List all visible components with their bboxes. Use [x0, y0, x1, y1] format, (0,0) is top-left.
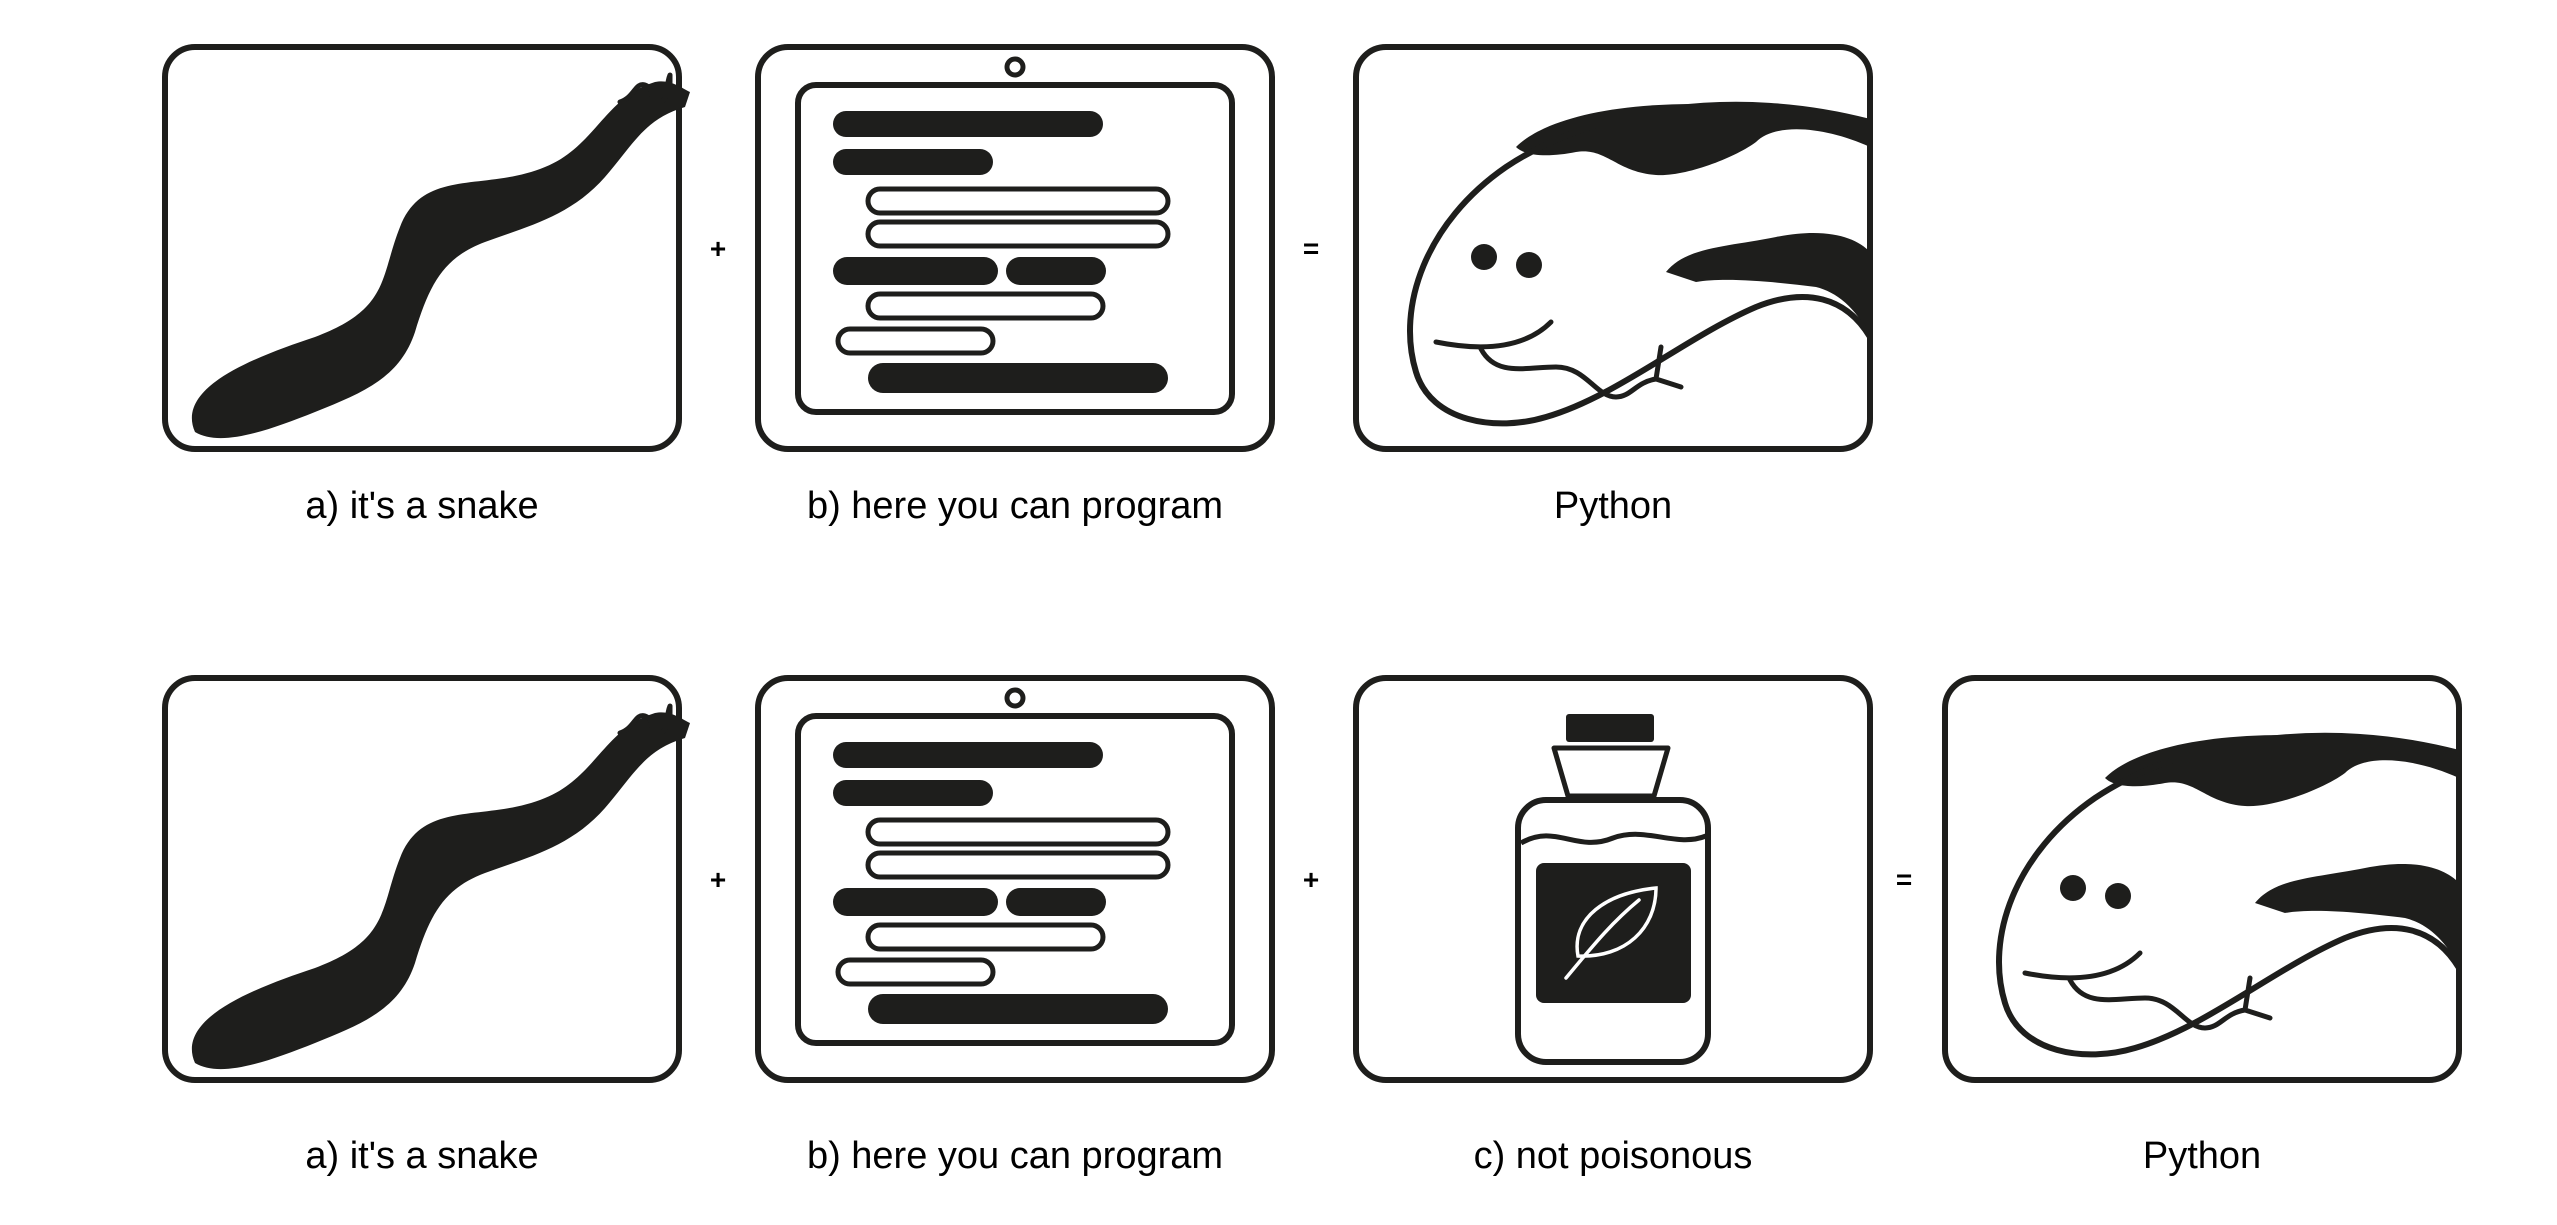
panel-python-snake-head	[1353, 44, 1873, 452]
equals-operator: =	[1896, 864, 1912, 895]
equation-row-1: a) it's a snake b) here you can program Py…	[162, 44, 1873, 527]
panel-caption: a) it's a snake	[305, 1135, 538, 1177]
equals-operator: =	[1303, 233, 1319, 264]
panel-caption: b) here you can program	[807, 1135, 1223, 1177]
plus-operator: +	[710, 864, 726, 895]
panel-leaf-jar	[1353, 675, 1873, 1083]
panel-caption: c) not poisonous	[1474, 1135, 1753, 1177]
panel-tablet-code	[755, 44, 1275, 452]
panel-caption: Python	[2143, 1135, 2261, 1177]
plus-operator: +	[710, 233, 726, 264]
panel-python-snake-head	[1942, 675, 2462, 1083]
panel-caption: Python	[1554, 485, 1672, 527]
equation-row-2: a) it's a snake b) here you can program c)…	[162, 675, 2462, 1177]
panel-snake	[162, 44, 690, 452]
plus-operator: +	[1303, 864, 1319, 895]
panel-snake	[162, 675, 690, 1083]
panel-caption: b) here you can program	[807, 485, 1223, 527]
panel-caption: a) it's a snake	[305, 485, 538, 527]
panel-tablet-code	[755, 675, 1275, 1083]
